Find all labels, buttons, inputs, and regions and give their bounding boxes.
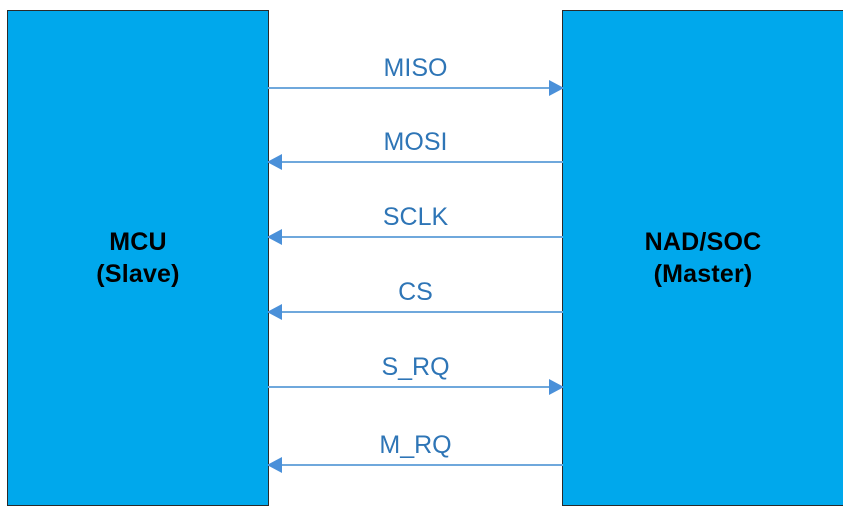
signal-mosi-line — [268, 161, 563, 163]
arrowhead-left-icon — [267, 457, 282, 473]
signal-sclk-line — [268, 236, 563, 238]
arrowhead-right-icon — [549, 80, 564, 96]
signal-m-rq-label: M_RQ — [379, 431, 452, 459]
arrowhead-left-icon — [267, 229, 282, 245]
node-nad-role: (Master) — [653, 260, 753, 288]
arrowhead-left-icon — [267, 304, 282, 320]
signal-mosi-label: MOSI — [383, 128, 448, 156]
signal-miso-line — [268, 87, 563, 89]
node-mcu-name: MCU — [109, 227, 167, 256]
signal-s-rq-label: S_RQ — [381, 353, 450, 381]
signal-sclk-label: SCLK — [382, 203, 449, 231]
arrowhead-right-icon — [549, 379, 564, 395]
arrowhead-left-icon — [267, 154, 282, 170]
node-mcu-role: (Slave) — [96, 260, 180, 288]
node-mcu: MCU (Slave) — [7, 10, 269, 506]
signal-m-rq-line — [268, 464, 563, 466]
signal-s-rq-line — [268, 386, 563, 388]
signal-cs-line — [268, 311, 563, 313]
signal-miso-label: MISO — [383, 54, 448, 82]
node-nad-name: NAD/SOC — [644, 227, 762, 256]
node-nad: NAD/SOC (Master) — [562, 10, 843, 506]
signal-cs-label: CS — [398, 278, 433, 306]
